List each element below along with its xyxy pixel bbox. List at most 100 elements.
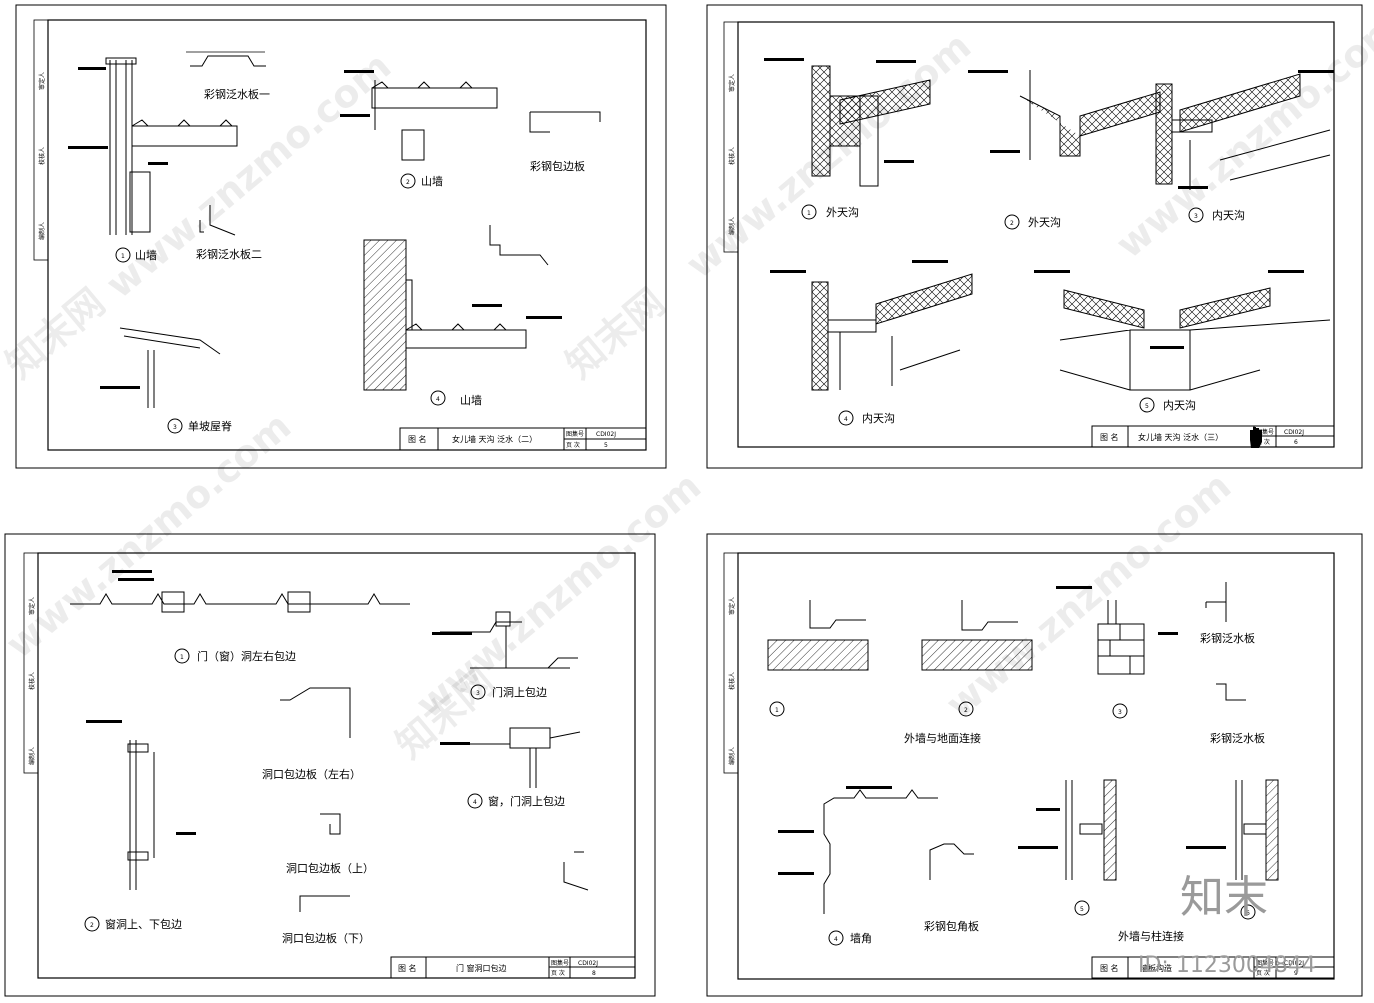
watermark-brand-2: 知末网 [558, 280, 674, 387]
sheet-1-side-label-3: 编制人 [38, 222, 46, 240]
sheet-4-flashing-a [1205, 582, 1227, 622]
sheet-2-side-strip [723, 21, 739, 253]
sheet-2-caption-1-circle [801, 204, 817, 220]
sheet-4-label-flashing-a: 彩钢泛水板 [1200, 631, 1255, 645]
sheet-1-tb-atlas-label: 图集号 [566, 430, 584, 438]
sheet-1-caption-4-text: 山墙 [460, 393, 482, 407]
sheet-3-caption-2-circle [84, 916, 100, 932]
sheet-1-detail-3 [100, 327, 221, 408]
sheet-4-detail-2 [921, 600, 1033, 671]
sheet-1-atlas: CDI02J [596, 431, 616, 438]
sheet-4-corner-plate [929, 843, 974, 880]
sheet-2-caption-5-text: 内天沟 [1163, 398, 1196, 412]
sheet-4-caption-6-num: 6 [1246, 910, 1250, 917]
sheet-2-tb-atlas-label: 图集号 [1256, 428, 1274, 436]
sheet-4-caption-2-num: 2 [964, 707, 968, 714]
sheet-1-caption-3-num: 3 [173, 424, 177, 431]
sheet-2-detail-5 [1034, 270, 1331, 391]
sheet-2-detail-4 [770, 260, 973, 391]
sheet-4-side-label-1: 审定人 [728, 597, 736, 615]
watermark-site-6: www.znzmo.com [938, 464, 1240, 727]
sheet-1-caption-1-text: 山墙 [135, 248, 157, 262]
sheet-2-caption-3-num: 3 [1194, 213, 1198, 220]
sheet-2-atlas: CDI02J [1284, 429, 1304, 436]
sheet-3-caption-3-text: 门洞上包边 [492, 685, 547, 699]
sheet-2-detail-2 [968, 70, 1161, 160]
sheet-2-caption-5-num: 5 [1145, 403, 1149, 410]
sheet-3-plate-left-right [280, 687, 351, 738]
sheet-4-detail-5 [1018, 779, 1117, 881]
sheet-1-title: 女儿墙 天沟 泛水（二） [452, 434, 537, 444]
sheet-4-label-flashing-b: 彩钢泛水板 [1210, 731, 1265, 745]
sheet-3-detail-3 [432, 611, 578, 669]
sheet-4-caption-4-text: 墙角 [850, 931, 872, 945]
sheet-4-side-strip [723, 552, 739, 774]
sheet-4-side-label-2: 校核人 [728, 672, 736, 690]
sheet-2-detail-3 [1155, 70, 1334, 190]
watermark-site-2: www.znzmo.com [678, 24, 980, 287]
sheet-2-caption-4-text: 内天沟 [862, 411, 895, 425]
sheet-1-label-flashing-2: 彩钢泛水板二 [196, 247, 262, 261]
sheet-4-caption-1-circle [769, 701, 785, 717]
sheet-3-outer-border [4, 533, 656, 997]
sheet-3-side-label-3: 编制人 [28, 747, 36, 765]
sheet-2-title: 女儿墙 天沟 泛水（三） [1138, 432, 1223, 442]
sheet-1-page-no: 5 [604, 442, 608, 449]
sheet-4-detail-6 [1186, 779, 1279, 881]
sheet-3-label-plate-bottom: 洞口包边板（下） [282, 931, 370, 945]
sheet-2-tb-name-label: 图 名 [1100, 432, 1119, 442]
sheet-2-caption-3-text: 内天沟 [1212, 208, 1245, 222]
sheet-4-tb-atlas-label: 图集号 [1256, 959, 1274, 967]
sheet-4-caption-5-num: 5 [1080, 906, 1084, 913]
sheet-1-label-edge-plate: 彩钢包边板 [530, 159, 585, 173]
sheet-1-caption-4-circle [430, 390, 446, 406]
watermark-site-1: www.znzmo.com [98, 44, 400, 307]
sheet-2-side-label-3: 编制人 [728, 217, 736, 235]
sheet-3-detail-1 [70, 570, 410, 613]
sheet-1-tb-page-label: 页 次 [566, 441, 580, 449]
watermark-site-4: www.znzmo.com [0, 404, 299, 667]
sheet-1-side-strip [33, 19, 49, 261]
sheet-3-side-label-1: 审定人 [28, 597, 36, 615]
sheet-4-caption-1-num: 1 [775, 707, 779, 714]
sheet-3-caption-3-circle [470, 684, 486, 700]
sheet-4-title-block [1091, 956, 1335, 979]
sheet-3-tb-atlas-label: 图集号 [551, 959, 569, 967]
sheet-4-label-column-connection: 外墙与柱连接 [1118, 929, 1184, 943]
sheet-4-outer-border [706, 533, 1363, 997]
sheet-4-detail-4 [778, 786, 938, 914]
sheet-3-label-plate-lr: 洞口包边板（左右） [262, 767, 361, 781]
sheet-4: 审定人 校核人 编制人 1 2 外墙与地面连接 3 彩钢泛水板 彩钢泛水板 [706, 533, 1363, 997]
watermark-brand-1: 知末网 [0, 280, 113, 387]
sheet-1-caption-2-text: 山墙 [421, 174, 443, 188]
sheet-3-caption-2-num: 2 [90, 922, 94, 929]
sheet-1-title-block [399, 427, 647, 451]
sheet-4-page-no: 9 [1294, 970, 1298, 977]
sheet-2-caption-3-circle [1188, 207, 1204, 223]
sheet-3-page-no: 8 [592, 970, 596, 977]
sheet-1-caption-3-circle [167, 418, 183, 434]
sheet-2-caption-4-num: 4 [844, 416, 848, 423]
hand-cursor-icon [1250, 427, 1262, 448]
sheet-2-side-label-1: 审定人 [728, 74, 736, 92]
sheet-3-caption-2-text: 窗洞上、下包边 [105, 917, 182, 931]
sheet-3-detail-4 [440, 727, 581, 788]
sheet-1-caption-3-text: 单坡屋脊 [188, 419, 232, 433]
sheet-4-caption-4-circle [828, 930, 844, 946]
sheet-4-caption-2-circle [958, 701, 974, 717]
sheet-1-caption-2-num: 2 [406, 179, 410, 186]
sheet-3-small-plate [563, 851, 589, 891]
sheet-3-plate-top [320, 813, 341, 835]
sheet-4-detail-3 [1056, 586, 1178, 675]
sheet-4-label-ground-connection: 外墙与地面连接 [904, 731, 981, 745]
sheet-4-caption-3-circle [1112, 703, 1128, 719]
sheet-2-caption-1-num: 1 [807, 210, 811, 217]
sheet-4-tb-name-label: 图 名 [1100, 963, 1119, 973]
watermark-logo: 知末 [1180, 872, 1268, 923]
sheet-3-title-block [390, 956, 636, 979]
sheet-2-page-no: 6 [1294, 439, 1298, 446]
sheet-1-side-label-1: 审定人 [38, 72, 46, 90]
sheet-3-plate-bottom [299, 895, 350, 912]
sheet-2-caption-2-num: 2 [1010, 220, 1014, 227]
sheet-4-tb-page-label: 页 次 [1256, 969, 1270, 977]
